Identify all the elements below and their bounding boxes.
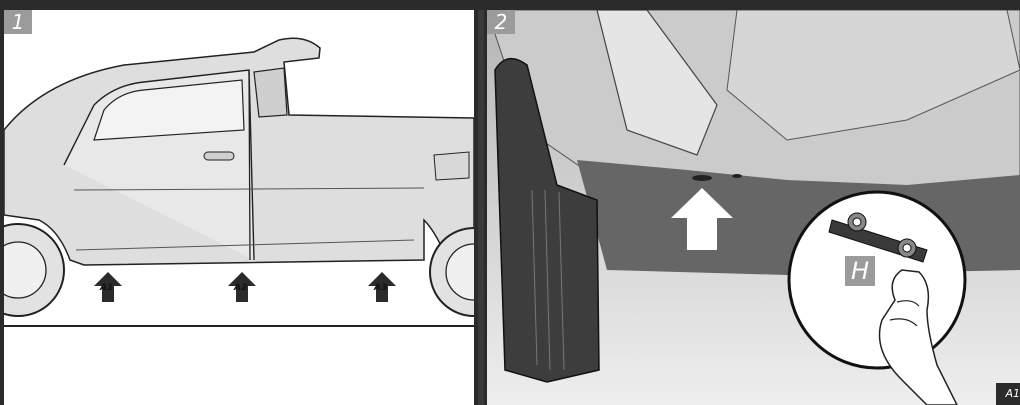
corner-reference-tag: A1 bbox=[996, 383, 1020, 405]
step-1-panel: 1 A1 A2 A3 bbox=[0, 10, 478, 405]
pickup-truck-side-view bbox=[4, 10, 474, 405]
part-label-h: H bbox=[845, 256, 875, 286]
callout-a1: A1 bbox=[100, 283, 113, 293]
top-strip bbox=[0, 0, 1020, 10]
callout-a3: A3 bbox=[374, 283, 387, 293]
underbody-view bbox=[487, 10, 1020, 405]
step-number-badge: 2 bbox=[487, 10, 515, 34]
step-number-badge: 1 bbox=[4, 10, 32, 34]
callout-a2: A2 bbox=[234, 283, 247, 293]
step-2-panel: 2 H A1 bbox=[484, 10, 1020, 405]
